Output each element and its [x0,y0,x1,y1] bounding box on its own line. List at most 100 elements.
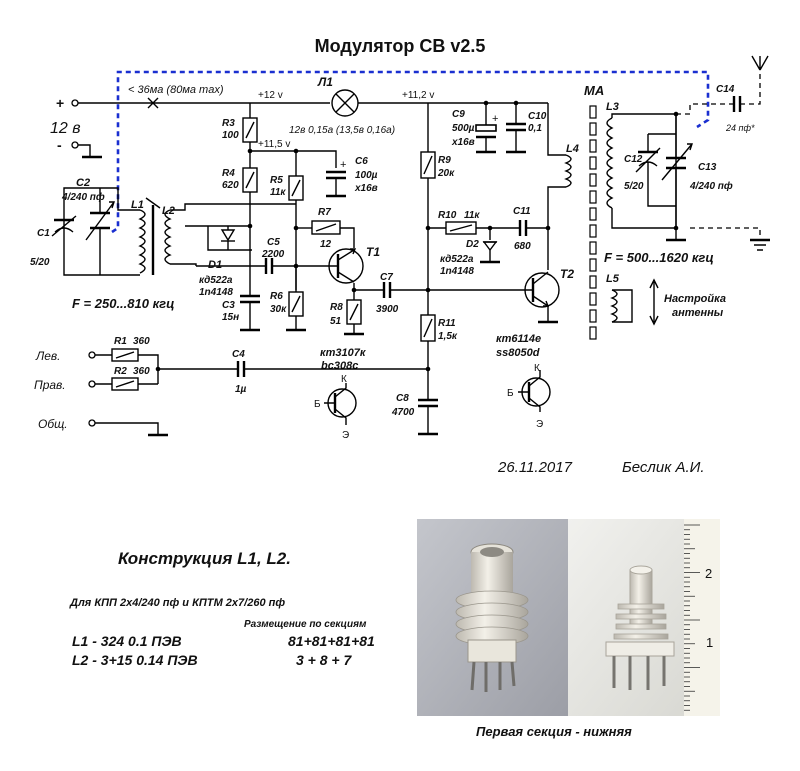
construction-subtitle: Для КПП 2х4/240 пф и КПТМ 2х7/260 пф [69,597,285,609]
r3-ref: R3 [222,118,235,129]
ruler-ticks [684,524,700,711]
r10-ref: R10 [438,210,457,221]
c4-value: 1µ [235,384,247,395]
c9-value: 500µ [452,123,475,134]
r8-value: 51 [330,316,342,327]
ruler-label-2: 2 [705,566,712,581]
rail-11v5-label: +11,5 v [258,139,290,150]
c10-value: 0,1 [528,123,542,134]
t1-alt-type: bc308c [321,360,358,372]
ferrite-segment [589,207,597,221]
supply-plus-sign: + [56,95,64,111]
ferrite-segment [589,309,597,323]
frequency-range-2: F = 500...1620 кгц [604,250,714,265]
t1-ref: T1 [366,245,380,259]
supply-minus-terminal [71,141,79,149]
r9-ref: R9 [438,155,451,166]
diode-d2 [482,241,498,252]
c14-ref: C14 [716,84,735,95]
supply-voltage-label: 12 в [50,120,81,137]
input-left-terminal [88,351,96,359]
ferrite-segment [589,258,597,272]
c9-rating: x16в [451,137,475,148]
t1-pin-e: Э [342,430,349,441]
input-right-label: Прав. [34,378,66,392]
input-right-terminal [88,380,96,388]
r8-ref: R8 [330,302,343,313]
r9-value: 20к [437,168,455,179]
c13-ref: C13 [698,162,717,173]
d1-ref: D1 [208,259,222,271]
frequency-range-1: F = 250...810 кгц [72,296,175,311]
c12-value: 5/20 [624,181,644,192]
ferrite-segment [589,224,597,238]
current-monitor-loop [111,70,710,234]
ferrite-segment [589,241,597,255]
c10-ref: C10 [528,111,547,122]
r6-ref: R6 [270,291,283,302]
coil-l3 [606,117,614,209]
r4-ref: R4 [222,168,235,179]
l1-sections: 81+81+81+81 [288,633,375,649]
rail-11v2-label: +11,2 v [402,90,434,101]
l2-winding-spec: L2 - 3+15 0.14 ПЭВ [72,652,198,668]
ferrite-rod [589,105,597,340]
ruler [684,519,720,716]
r2-value: 360 [133,366,150,377]
c14-value: 24 пф* [725,123,755,133]
diode-d1 [220,229,236,242]
transistor-t2 [524,272,560,308]
ferrite-segment [589,105,597,119]
l5-ref: L5 [606,273,620,285]
c2-value: 4/240 пф [61,191,105,203]
l2-sections: 3 + 8 + 7 [296,652,352,668]
d1-type: кд522а [199,275,233,286]
input-left-label: Лев. [35,349,61,363]
supply-plus-terminal [71,99,79,107]
r7-value: 12 [320,239,332,250]
placement-label: Размещение по секциям [244,619,367,630]
coil-l5 [610,289,618,323]
ferrite-segment [589,122,597,136]
c3-ref: C3 [222,300,235,311]
r11-value: 1,5к [438,331,458,342]
ferrite-segment [589,292,597,306]
c5-value: 2200 [261,249,285,260]
antenna-icon [751,55,769,71]
t2-pin-k: К [534,363,540,374]
c2-ref: C2 [76,177,90,189]
c11-ref: C11 [513,206,531,217]
c7-value: 3900 [376,304,399,315]
ferrite-segment [589,139,597,153]
l1-ref: L1 [131,199,144,211]
svg-text:+: + [492,113,498,125]
lamp-ref: Л1 [317,75,333,89]
photo-caption: Первая секция - нижняя [476,724,632,739]
ferrite-segment [589,190,597,204]
input-common-terminal [88,419,96,427]
rail-12v-label: +12 v [258,90,283,101]
page-title: Модулятор СВ v2.5 [315,36,486,56]
current-note: < 36ма (80ма max) [128,84,224,96]
supply-minus-sign: - [57,137,62,153]
r5-value: 11к [270,187,286,198]
date-label: 26.11.2017 [497,459,573,476]
t2-pin-b: Б [507,388,514,399]
ferrite-segment [589,156,597,170]
c8-value: 4700 [391,407,415,418]
c12-ref: C12 [624,154,643,165]
c7-ref: C7 [380,272,393,283]
c9-ref: C9 [452,109,465,120]
current-break-mark [147,97,159,109]
author-label: Беслик А.И. [622,459,705,476]
ma-ref: МА [584,83,604,98]
l1-winding-spec: L1 - 324 0.1 ПЭВ [72,633,182,649]
r1-ref: R1 [114,336,127,347]
coil-l1 [138,209,146,274]
t2-type: кт6114е [496,333,541,345]
ferrite-segment [589,326,597,340]
l3-ref: L3 [606,101,619,113]
antenna-note-line2: антенны [672,307,724,319]
